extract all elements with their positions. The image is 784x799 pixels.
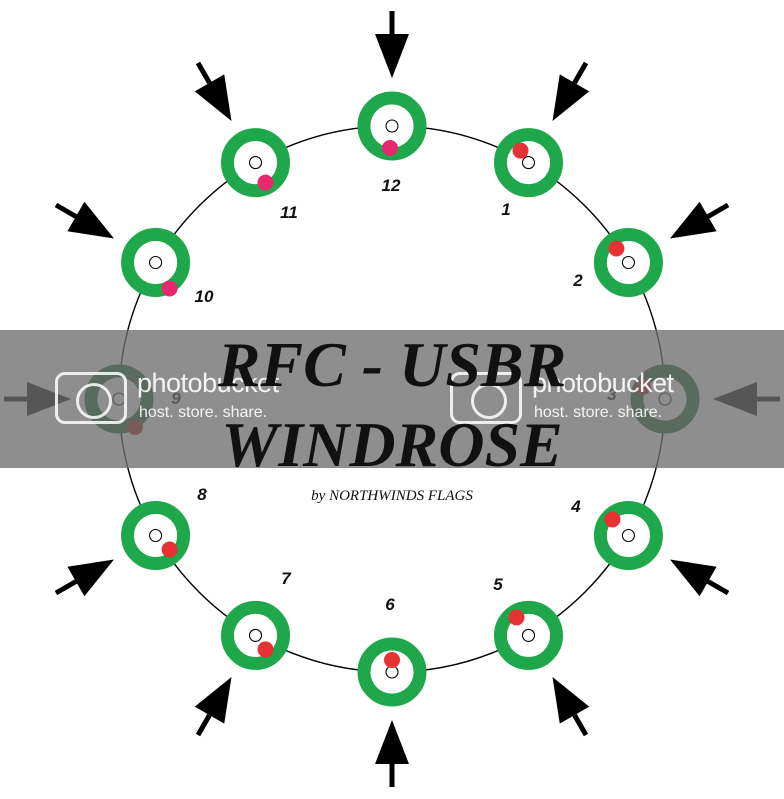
title-line-1: RFC - USBR [217,329,567,400]
arrow-head [375,34,409,78]
marker-hole [248,628,263,642]
position-label-4: 4 [570,497,581,516]
position-label-12: 12 [382,176,401,195]
arrow-shaft [54,202,78,219]
arrow-11 [194,61,232,122]
arrow-12 [375,11,409,78]
watermark-tagline: host. store. share. [139,404,268,421]
marker-6 [357,637,427,707]
position-label-6: 6 [385,595,395,614]
marker-hole [621,255,635,270]
arrow-shaft [706,579,730,596]
arrow-10 [54,201,115,239]
marker-hole [521,156,536,170]
marker-ring [357,637,427,707]
marker-pin [512,142,529,159]
position-label-11: 11 [280,203,298,222]
marker-pin [608,240,625,257]
marker-pin [257,641,274,658]
marker-pin [161,280,178,297]
byline: by NORTHWINDS FLAGS [311,488,473,504]
marker-2 [593,228,663,297]
marker-8 [121,501,191,570]
arrow-head [552,676,590,724]
arrow-shaft [195,61,212,85]
arrow-2 [669,201,730,239]
arrow-head [669,559,717,597]
position-label-7: 7 [281,569,292,588]
marker-ring [221,128,290,198]
arrow-shaft [54,579,78,596]
arrow-5 [552,676,590,737]
marker-hole [621,528,635,543]
marker-5 [494,600,563,670]
marker-pin [508,609,525,626]
marker-hole [521,628,536,642]
arrow-8 [54,559,115,597]
marker-ring [221,600,290,670]
marker-1 [494,128,563,198]
marker-pin [604,511,621,528]
marker-hole [149,255,163,270]
marker-hole [385,119,399,133]
arrow-shaft [572,61,589,85]
arrow-shaft [706,202,730,219]
arrow-head [194,74,232,122]
position-label-5: 5 [493,575,503,594]
marker-hole [149,528,163,543]
arrow-head [669,201,717,239]
arrow-1 [552,61,590,122]
marker-4 [593,501,663,570]
position-label-8: 8 [197,485,207,504]
marker-7 [221,600,290,670]
marker-12 [357,91,427,161]
arrow-head [194,676,232,724]
marker-pin [384,652,400,668]
position-label-2: 2 [572,271,583,290]
watermark-brand: photobucket [137,368,279,398]
arrows-layer [4,11,780,787]
marker-ring [494,128,563,198]
marker-ring [494,600,563,670]
marker-pin [161,541,178,558]
arrow-4 [669,559,730,597]
camera-icon [55,372,127,424]
watermark-banner [0,330,784,468]
marker-11 [221,128,290,198]
marker-ring [121,228,191,297]
marker-pin [257,174,274,191]
position-label-10: 10 [195,287,214,306]
position-label-1: 1 [501,200,510,219]
watermark-tagline: host. store. share. [534,404,663,421]
marker-ring [593,228,663,297]
arrow-head [67,201,115,239]
marker-pin [382,140,398,156]
arrow-head [67,559,115,597]
arrow-6 [375,720,409,787]
arrow-head [375,720,409,764]
marker-hole [248,156,263,170]
marker-10 [121,228,191,297]
watermark-brand: photobucket [532,368,674,398]
marker-ring [121,501,191,570]
marker-ring [593,501,663,570]
arrow-head [552,74,590,122]
title-line-2: WINDROSE [221,409,563,480]
arrow-7 [194,676,232,737]
arrow-shaft [572,713,589,737]
arrow-shaft [195,713,212,737]
camera-icon [450,372,522,424]
